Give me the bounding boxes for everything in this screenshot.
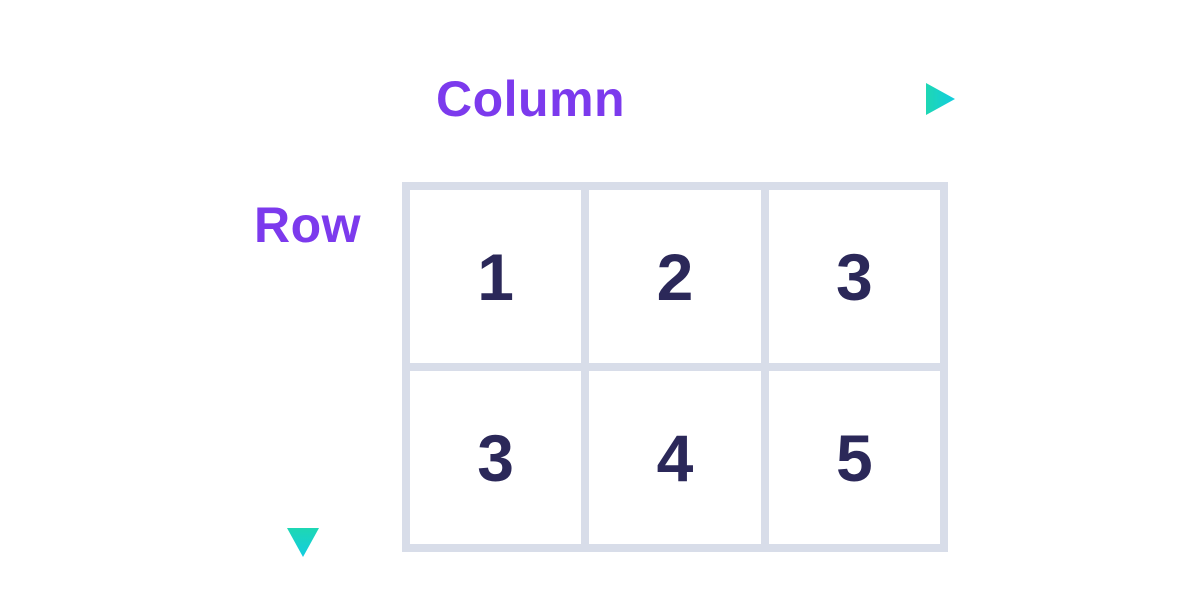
grid-cell-r0c2: 3 <box>768 190 940 363</box>
right-arrow-icon <box>645 83 955 115</box>
array-grid: 1 2 3 3 4 5 <box>402 182 948 552</box>
grid-cell-r1c2: 5 <box>768 371 940 544</box>
grid-cell-r1c1: 4 <box>589 371 761 544</box>
grid-cell-r0c0: 1 <box>410 190 582 363</box>
grid-cell-r0c1: 2 <box>589 190 761 363</box>
down-arrow-icon <box>287 267 319 557</box>
row-axis-label: Row <box>254 197 362 253</box>
column-axis-label: Column <box>436 71 626 127</box>
grid-cell-r1c0: 3 <box>410 371 582 544</box>
